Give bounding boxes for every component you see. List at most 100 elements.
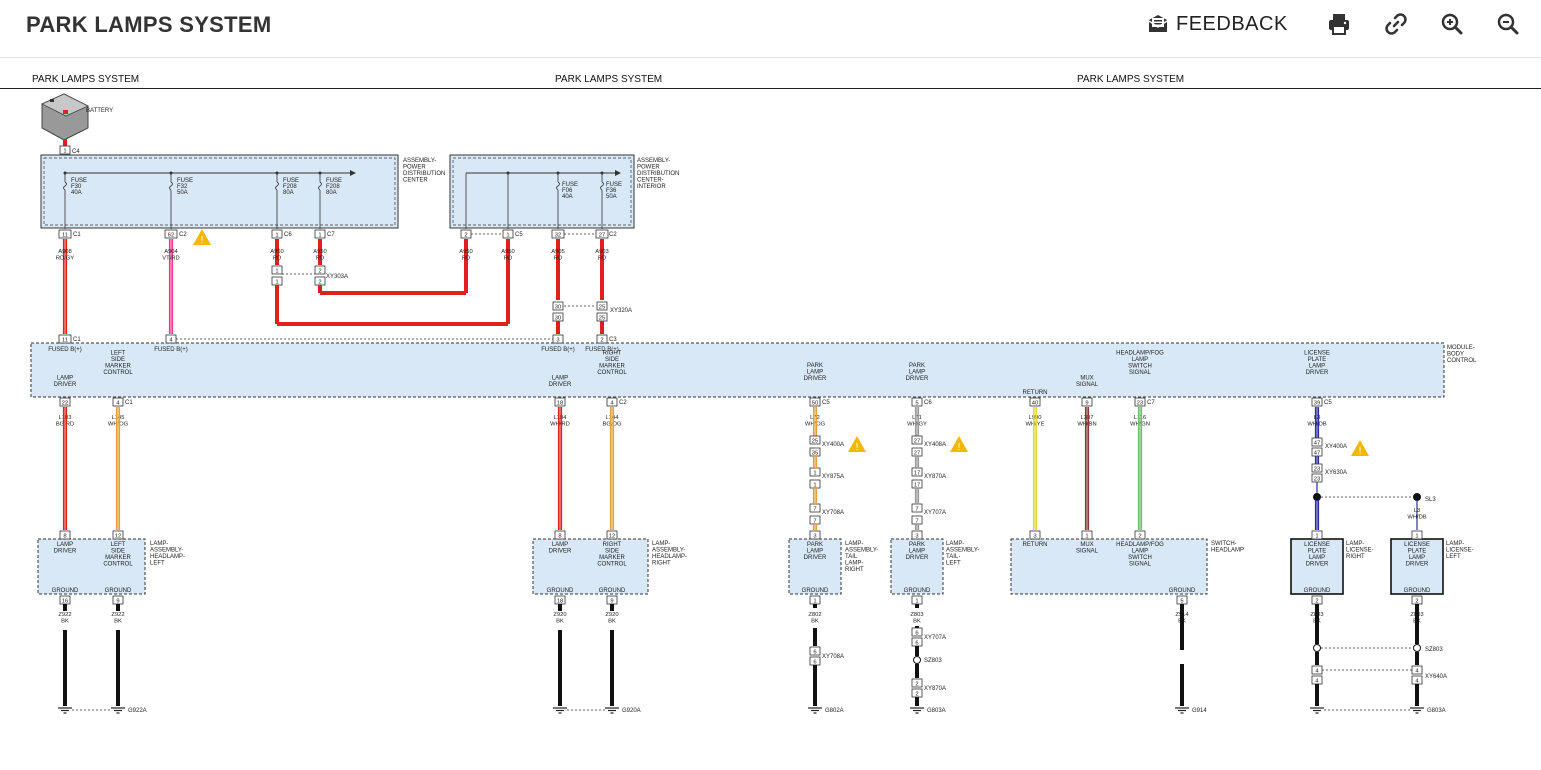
- pin-label: MARKER: [105, 364, 131, 370]
- pin-label: LAMP: [552, 542, 568, 548]
- zoom-out-button[interactable]: [1496, 8, 1520, 40]
- connector-pin: [809, 646, 821, 656]
- component-name: HEADLAMP: [1211, 548, 1244, 554]
- pin-number: 2: [1315, 598, 1318, 604]
- connector-id: XY708A: [822, 654, 844, 660]
- pin-number: 30: [555, 304, 561, 310]
- warning-icon: !: [958, 442, 961, 453]
- connector-id: C4: [72, 149, 80, 155]
- pin-number: 35: [812, 450, 818, 456]
- wire-id: A903: [595, 249, 609, 255]
- connector-pin: [314, 265, 326, 275]
- pin-number: 2: [1138, 533, 1141, 539]
- pin-label: CONTROL: [597, 562, 627, 568]
- component-name: HEADLAMP-: [652, 554, 687, 560]
- pin-number: 2: [915, 691, 918, 697]
- bus-bar: [350, 170, 356, 176]
- power-distribution-center: [40, 154, 399, 229]
- print-button[interactable]: [1327, 8, 1351, 40]
- pin-number: 4: [1315, 668, 1319, 674]
- pin-number: 1: [275, 279, 278, 285]
- connector-pin: [596, 334, 608, 344]
- pin-number: 5: [1180, 598, 1183, 604]
- pin-number: 1: [813, 482, 816, 488]
- connector-id: C1: [125, 400, 133, 406]
- splice-point: [913, 656, 921, 664]
- fuse-label: FUSE: [177, 178, 193, 184]
- pin-number: 12: [609, 533, 615, 539]
- component-name: ASSEMBLY-: [845, 548, 878, 554]
- fuse-id: F06: [562, 188, 573, 194]
- wire-id: A950: [459, 249, 473, 255]
- pin-number: 1: [1315, 533, 1318, 539]
- pin-label: DRIVER: [906, 555, 929, 561]
- component-name: LAMP-: [652, 541, 670, 547]
- pin-label: LAMP: [1309, 364, 1325, 370]
- pin-number: 4: [169, 337, 173, 343]
- pin-label: DRIVER: [804, 555, 827, 561]
- wire-color: RD: [554, 256, 562, 262]
- pin-number: 22: [62, 400, 68, 406]
- pin-label: DRIVER: [1306, 370, 1329, 376]
- pin-label: LAMP: [57, 542, 73, 548]
- connector-pin: [58, 334, 72, 344]
- connector-pin: [911, 530, 923, 540]
- connector-id: C3: [609, 337, 617, 343]
- pin-label: DRIVER: [1306, 562, 1329, 568]
- wire-id: A950: [501, 249, 515, 255]
- connector-id: C5: [1324, 400, 1332, 406]
- fuse-symbol: [318, 181, 322, 191]
- pin-label: SIGNAL: [1129, 562, 1152, 568]
- pin-number: 40: [1032, 400, 1038, 406]
- pin-label: LICENSE: [1404, 542, 1430, 548]
- wire-color: BK: [114, 619, 122, 625]
- connector-id: XY707A: [924, 635, 946, 641]
- pin-number: 7: [813, 518, 816, 524]
- pin-label: PLATE: [1308, 357, 1327, 363]
- top-toolbar: PARK LAMPS SYSTEM FEEDBACK: [0, 0, 1541, 58]
- component-name: LEFT: [150, 561, 165, 567]
- link-button[interactable]: [1384, 8, 1408, 40]
- wiring-diagram[interactable]: PARK LAMPS SYSTEM PARK LAMPS SYSTEM PARK…: [0, 58, 1541, 770]
- body-control-module: [30, 342, 1445, 398]
- feedback-icon: [1148, 15, 1168, 32]
- pin-number: 2: [464, 232, 467, 238]
- pin-number: 4: [1415, 668, 1419, 674]
- junction: [275, 171, 279, 175]
- component-name: LAMP-: [1446, 541, 1464, 547]
- pin-label: RETURN: [1023, 390, 1048, 396]
- splice-point: [1413, 644, 1421, 652]
- connector-pin: [1081, 530, 1093, 540]
- component-name: TAIL: [845, 554, 858, 560]
- pin-label: PARK: [807, 363, 823, 369]
- zoom-in-button[interactable]: [1440, 8, 1464, 40]
- connector-pin: [911, 627, 923, 637]
- wire-color: RD: [504, 256, 512, 262]
- pin-number: 12: [115, 533, 121, 539]
- pin-label: RIGHT: [603, 542, 622, 548]
- pin-label: LAMP: [57, 376, 73, 382]
- connector-id: XY320A: [610, 308, 632, 314]
- pin-number: 2: [318, 279, 321, 285]
- component-name: HEADLAMP-: [150, 554, 185, 560]
- component-name: POWER: [637, 165, 660, 171]
- pin-number: 4: [610, 400, 614, 406]
- connector-pin: [59, 145, 71, 155]
- connector-pin: [606, 530, 618, 540]
- warning-icon: !: [201, 235, 204, 246]
- pin-label: GROUND: [1404, 588, 1431, 594]
- feedback-button[interactable]: FEEDBACK: [1146, 8, 1288, 40]
- pin-label: PARK: [909, 363, 925, 369]
- pin-label: LAMP: [1409, 555, 1425, 561]
- wire-color: WH/DB: [1407, 515, 1426, 521]
- component-name: ASSEMBLY-: [403, 158, 436, 164]
- connector-pin: [1029, 397, 1041, 407]
- wire-color: BK: [811, 619, 819, 625]
- wire-id: L3: [1414, 508, 1420, 514]
- pin-label: FUSED B(+): [541, 347, 575, 353]
- component-name: LAMP-: [845, 561, 863, 567]
- pin-label: GROUND: [105, 588, 132, 594]
- pin-number: 7: [915, 506, 918, 512]
- pin-number: 18: [557, 400, 563, 406]
